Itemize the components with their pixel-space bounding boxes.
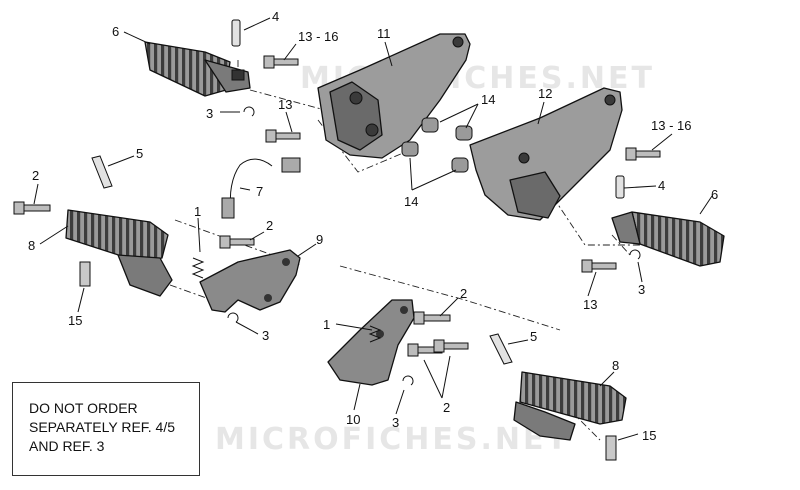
label-6-left: 6 xyxy=(112,24,119,39)
order-note-line: DO NOT ORDER xyxy=(29,400,138,416)
label-13-16-top: 13 - 16 xyxy=(298,29,338,44)
label-15-right: 15 xyxy=(642,428,656,443)
order-note-box: DO NOT ORDER SEPARATELY REF. 4/5 AND REF… xyxy=(12,382,200,476)
label-4-top: 4 xyxy=(272,9,279,24)
label-5-center: 5 xyxy=(530,329,537,344)
label-3-lower-center: 3 xyxy=(392,415,399,430)
sensor-part xyxy=(221,157,301,219)
label-10: 10 xyxy=(346,412,360,427)
watermark-bottom: MICROFICHES.NET xyxy=(215,422,570,457)
label-2-center-right: 2 xyxy=(460,286,467,301)
footpeg-left-part xyxy=(144,41,251,97)
label-3-center-left: 3 xyxy=(262,328,269,343)
label-1-left: 1 xyxy=(194,204,201,219)
label-6-right: 6 xyxy=(711,187,718,202)
label-7: 7 xyxy=(256,184,263,199)
label-1-center: 1 xyxy=(323,317,330,332)
screws xyxy=(13,55,661,357)
footpeg-right-part xyxy=(611,211,725,267)
bracket-center-part xyxy=(327,299,415,386)
label-9: 9 xyxy=(316,232,323,247)
label-8-right: 8 xyxy=(612,358,619,373)
label-2-lower-center: 2 xyxy=(443,400,450,415)
label-11: 11 xyxy=(377,26,391,41)
circlips xyxy=(227,106,641,386)
footpeg-passenger-right-part xyxy=(513,371,627,441)
grease-nipples xyxy=(79,261,617,461)
label-13-upper-left: 13 xyxy=(278,97,292,112)
spring-center-part xyxy=(368,325,382,343)
label-14-upper: 14 xyxy=(481,92,495,107)
label-2-far-left: 2 xyxy=(32,168,39,183)
label-3-right: 3 xyxy=(638,282,645,297)
heel-guard-left-part xyxy=(317,33,471,159)
label-14-lower: 14 xyxy=(404,194,418,209)
label-4-right: 4 xyxy=(658,178,665,193)
pins xyxy=(91,19,625,365)
label-3-upper-left: 3 xyxy=(206,106,213,121)
label-5-left: 5 xyxy=(136,146,143,161)
bracket-left-part xyxy=(199,249,301,313)
leader-lines xyxy=(33,17,713,441)
heel-guard-right-part xyxy=(469,87,623,221)
label-2-center-left: 2 xyxy=(266,218,273,233)
footpeg-passenger-left-part xyxy=(65,209,173,297)
label-13-16-right: 13 - 16 xyxy=(651,118,691,133)
order-note-line: SEPARATELY REF. 4/5 xyxy=(29,419,176,435)
label-8-left: 8 xyxy=(28,238,35,253)
label-15-left: 15 xyxy=(68,313,82,328)
label-13-right: 13 xyxy=(583,297,597,312)
callout-labels: 6 4 13 - 16 11 3 13 14 12 13 - 16 5 7 2 … xyxy=(28,9,718,443)
order-note-line: AND REF. 3 xyxy=(29,438,105,454)
label-12: 12 xyxy=(538,86,552,101)
rubber-bushings xyxy=(401,117,473,173)
spring-left-part xyxy=(191,257,205,279)
